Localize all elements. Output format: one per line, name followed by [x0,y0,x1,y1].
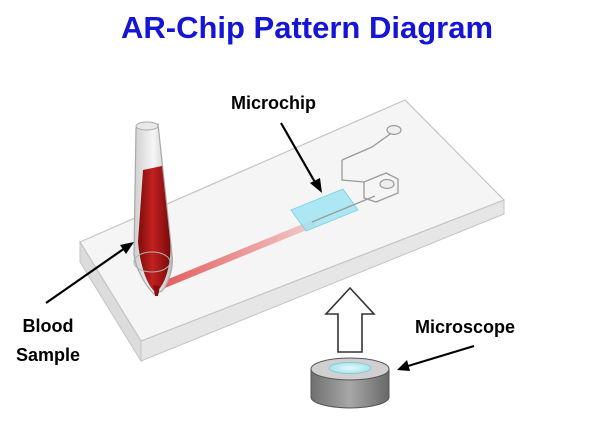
channel-connector [341,131,394,161]
blood-sample [138,166,171,291]
glass-chip [79,99,506,363]
outlet-port-top [386,124,402,136]
blood-drop-tail [153,285,160,296]
channel-bend [341,160,365,183]
microscope-label: Microscope [415,317,515,337]
microchip-pointer-head [310,178,322,193]
outlet-channel [311,195,376,223]
microscope-pointer-head [397,360,410,371]
pipette-tip [133,121,173,296]
microchip-label: Microchip [231,93,316,113]
pipette-tip-rim [135,121,159,131]
microfluidic-channels [154,124,402,291]
chip-top-face [79,99,506,342]
blood-sample-label-line1: Blood [23,316,74,336]
microscope-pointer-line [407,344,475,368]
microscope-lens [328,362,372,374]
blood-sample-label-line2: Sample [16,345,80,365]
blood-pointer-head [120,242,134,254]
microscope [310,357,390,409]
microchip-pointer-line [280,122,317,185]
upward-arrow [324,286,376,353]
pipette-tip-collar [133,251,171,273]
blood-channel [154,220,316,291]
blood-pointer-line [45,247,126,304]
page-title: AR-Chip Pattern Diagram [121,10,493,45]
pointer-arrows [45,122,475,371]
outlet-port-right [379,178,395,190]
detection-zone [290,188,359,232]
